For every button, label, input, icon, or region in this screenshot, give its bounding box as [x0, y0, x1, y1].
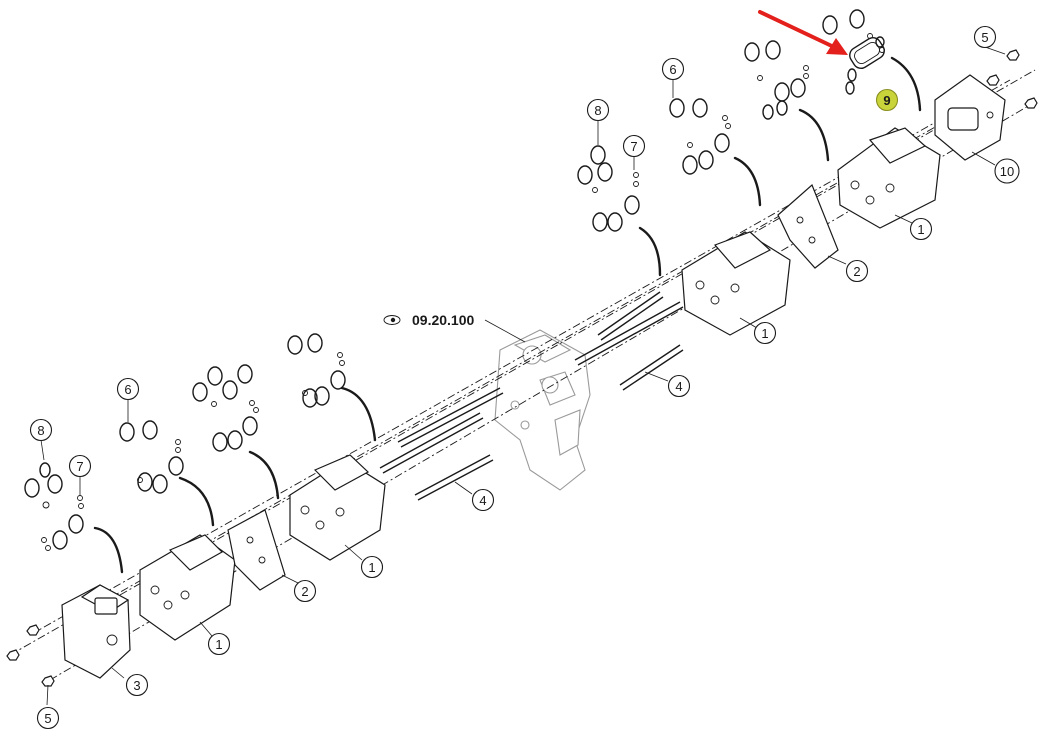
- callout-number: 10: [1000, 164, 1014, 179]
- callout-number: 4: [675, 379, 682, 394]
- callout-circle: [125, 673, 149, 697]
- callout-circle: [973, 25, 997, 49]
- center-bracket-ghost: [494, 329, 591, 491]
- callout-6: 6: [116, 377, 140, 401]
- callout-1: 1: [360, 555, 384, 579]
- callout-number: 7: [630, 139, 637, 154]
- callout-circle: [586, 98, 610, 122]
- callout-circle: [994, 158, 1020, 184]
- highlighted-seal: [849, 36, 885, 70]
- section-block-1d: [837, 127, 941, 229]
- callout-number: 5: [44, 711, 51, 726]
- callout-number: 1: [215, 637, 222, 652]
- callout-number: 3: [133, 678, 140, 693]
- callout-circle: [293, 579, 317, 603]
- callout-circle: [661, 57, 685, 81]
- callout-3: 3: [125, 673, 149, 697]
- callout-4: 4: [471, 488, 495, 512]
- section-block-1c: [681, 231, 791, 336]
- intermediate-plate-left: [227, 509, 286, 591]
- tie-rods: [379, 291, 684, 501]
- callout-circle: [116, 377, 140, 401]
- small-seal-dots: [41, 33, 885, 551]
- callout-2: 2: [845, 259, 869, 283]
- red-pointer-arrow: [758, 10, 848, 55]
- callout-circle: [909, 217, 933, 241]
- callout-circle: [622, 134, 646, 158]
- callout-circle: [875, 88, 899, 112]
- callout-number: 7: [76, 459, 83, 474]
- callout-10: 10: [994, 158, 1020, 184]
- callout-group: 1 1 1 1 2 2 3 4 4 5 5 6 6 7 7 8 8 9 10: [29, 25, 1020, 730]
- callout-circle: [845, 259, 869, 283]
- callout-circle: [29, 418, 53, 442]
- callout-1: 1: [909, 217, 933, 241]
- callout-number: 5: [981, 30, 988, 45]
- callout-circle: [360, 555, 384, 579]
- intermediate-plate-right: [777, 183, 839, 269]
- callout-5: 5: [973, 25, 997, 49]
- end-plate-left: [61, 584, 131, 679]
- callout-2: 2: [293, 579, 317, 603]
- callout-9: 9: [875, 88, 899, 112]
- callout-8: 8: [29, 418, 53, 442]
- callout-circle: [667, 374, 691, 398]
- eye-icon: [383, 315, 401, 325]
- callout-circle: [68, 454, 92, 478]
- reference-label: 09.20.100: [383, 312, 474, 328]
- callout-7: 7: [68, 454, 92, 478]
- section-block-1a: [139, 534, 236, 641]
- reference-number: 09.20.100: [412, 312, 474, 328]
- callout-6: 6: [661, 57, 685, 81]
- callout-number: 6: [124, 382, 131, 397]
- callout-number: 1: [761, 326, 768, 341]
- assembly-curves: [93, 56, 922, 574]
- callout-number: 8: [594, 103, 601, 118]
- end-plate-right: [934, 74, 1006, 161]
- callout-circle: [471, 488, 495, 512]
- callout-4: 4: [667, 374, 691, 398]
- section-block-1b: [289, 454, 386, 561]
- callout-number: 9: [883, 93, 890, 108]
- leader-lines: [40, 46, 1006, 706]
- callout-1: 1: [207, 632, 231, 656]
- nuts: [6, 49, 1038, 687]
- callout-1: 1: [753, 321, 777, 345]
- callout-number: 6: [669, 62, 676, 77]
- callout-number: 8: [37, 423, 44, 438]
- callout-number: 1: [917, 222, 924, 237]
- callout-5: 5: [36, 706, 60, 730]
- callout-number: 4: [479, 493, 486, 508]
- callout-number: 1: [368, 560, 375, 575]
- callout-circle: [753, 321, 777, 345]
- callout-number: 2: [301, 584, 308, 599]
- callout-8: 8: [586, 98, 610, 122]
- callout-number: 2: [853, 264, 860, 279]
- callout-circle: [207, 632, 231, 656]
- callout-7: 7: [622, 134, 646, 158]
- callout-circle: [36, 706, 60, 730]
